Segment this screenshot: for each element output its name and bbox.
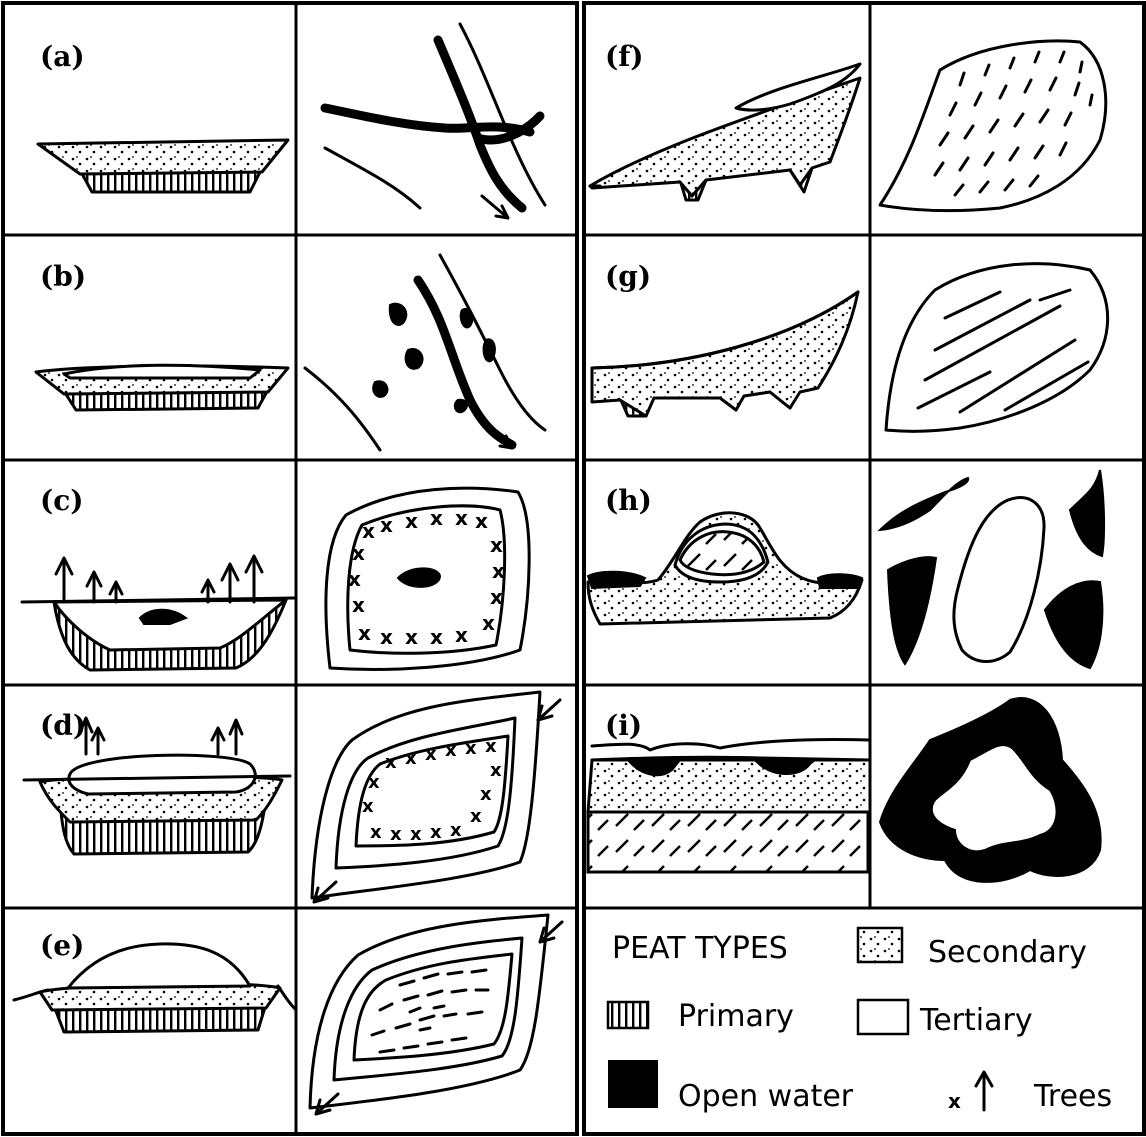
panel-c-plan-view: xxxxx xxxx xxxxx xxxx	[326, 488, 529, 669]
panel-i-cross-section	[588, 739, 870, 872]
svg-text:x: x	[430, 506, 443, 530]
svg-text:x: x	[490, 533, 503, 557]
panel-h-cross-section	[588, 513, 862, 624]
legend: PEAT TYPES Secondary Primary Tertiary Op…	[608, 928, 1112, 1114]
svg-text:x: x	[465, 738, 477, 759]
svg-text:x: x	[352, 541, 365, 565]
panel-b-plan-view	[305, 255, 545, 450]
svg-text:x: x	[380, 625, 393, 649]
svg-text:x: x	[385, 752, 397, 773]
legend-tertiary-label: Tertiary	[919, 1003, 1033, 1038]
legend-primary-swatch	[608, 1002, 648, 1028]
svg-text:x: x	[482, 611, 495, 635]
svg-text:x: x	[390, 824, 402, 845]
panel-label-b: (b)	[40, 260, 86, 293]
svg-text:x: x	[470, 806, 482, 827]
legend-primary-label: Primary	[678, 999, 794, 1034]
svg-text:x: x	[430, 625, 443, 649]
svg-text:x: x	[425, 744, 437, 765]
panel-f-cross-section	[590, 64, 860, 200]
panel-b-cross-section	[36, 365, 288, 410]
svg-text:x: x	[362, 796, 374, 817]
panel-label-a: (a)	[40, 40, 85, 73]
panel-h-plan-view	[880, 470, 1104, 668]
panel-label-e: (e)	[40, 929, 84, 962]
legend-trees-label: Trees	[1033, 1079, 1112, 1114]
svg-text:x: x	[405, 509, 418, 533]
legend-tree-cross-icon: x	[948, 1089, 961, 1113]
panel-label-c: (c)	[40, 484, 84, 517]
svg-text:x: x	[370, 822, 382, 843]
svg-text:x: x	[368, 772, 380, 793]
legend-secondary-swatch	[858, 928, 902, 962]
panel-i-plan-view	[880, 698, 1101, 882]
svg-text:x: x	[480, 784, 492, 805]
svg-text:x: x	[358, 621, 371, 645]
panel-d-plan-view: xxxxxx xxx xxxxx xx	[312, 692, 560, 902]
legend-title: PEAT TYPES	[612, 931, 788, 966]
panel-e-plan-view	[310, 915, 562, 1114]
panel-g-cross-section	[592, 292, 858, 416]
dashes-f	[935, 52, 1092, 195]
legend-open-water-label: Open water	[678, 1079, 854, 1114]
svg-text:x: x	[362, 519, 375, 543]
dashes-e	[372, 970, 488, 1052]
svg-text:x: x	[352, 593, 365, 617]
svg-text:x: x	[430, 822, 442, 843]
svg-text:x: x	[405, 625, 418, 649]
panel-label-d: (d)	[40, 709, 86, 742]
panel-label-g: (g)	[605, 260, 651, 293]
panel-g-plan-view	[886, 264, 1108, 432]
panel-c-cross-section	[22, 556, 294, 670]
panel-f-plan-view	[880, 41, 1106, 211]
svg-text:x: x	[485, 736, 497, 757]
svg-text:x: x	[380, 513, 393, 537]
panel-label-f: (f)	[605, 40, 644, 73]
panel-a-cross-section	[38, 140, 288, 192]
tree-arrows-d	[80, 718, 242, 754]
svg-text:x: x	[490, 585, 503, 609]
legend-tertiary-swatch	[858, 1000, 908, 1034]
svg-text:x: x	[455, 623, 468, 647]
svg-text:x: x	[490, 760, 502, 781]
legend-tree-arrow-icon	[976, 1072, 992, 1110]
panel-label-i: (i)	[605, 709, 642, 742]
svg-text:x: x	[492, 559, 505, 583]
tree-arrows-c	[56, 556, 262, 602]
svg-text:x: x	[475, 509, 488, 533]
panel-a-plan-view	[325, 24, 545, 218]
bars-g	[918, 290, 1088, 412]
svg-text:x: x	[348, 567, 361, 591]
svg-text:x: x	[455, 506, 468, 530]
svg-text:x: x	[410, 824, 422, 845]
svg-text:x: x	[405, 748, 417, 769]
svg-text:x: x	[445, 740, 457, 761]
legend-open-water-swatch	[608, 1060, 658, 1108]
panel-label-h: (h)	[605, 484, 652, 517]
legend-secondary-label: Secondary	[928, 935, 1087, 970]
svg-text:x: x	[450, 820, 462, 841]
